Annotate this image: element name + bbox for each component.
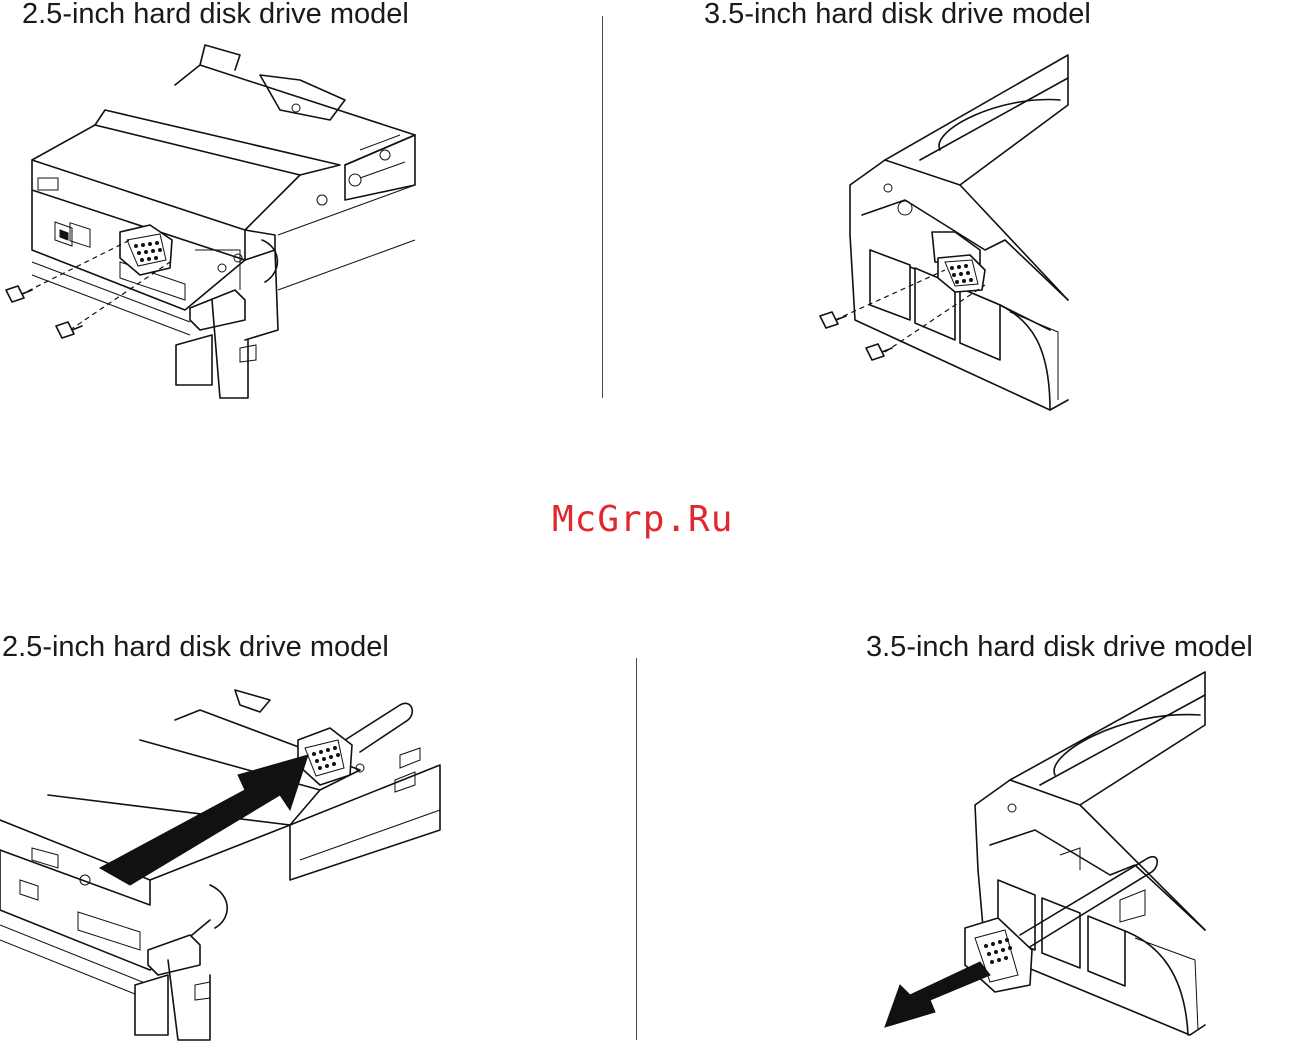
illustration-bottom-right-3-5-inch (885, 672, 1205, 1035)
illustration-bottom-left-2-5-inch (0, 690, 440, 1040)
illustration-top-right-3-5-inch (820, 55, 1068, 410)
illustration-top-left-2-5-inch (6, 45, 415, 398)
